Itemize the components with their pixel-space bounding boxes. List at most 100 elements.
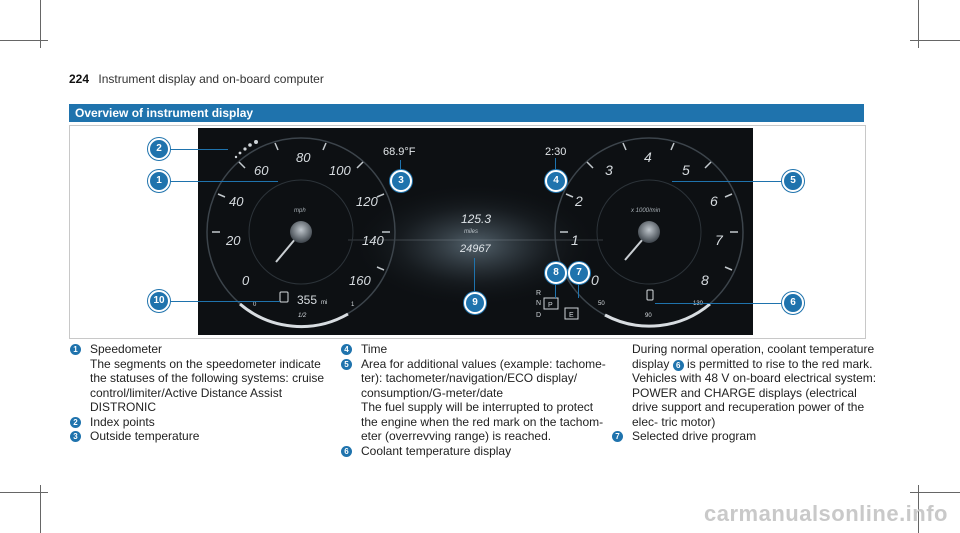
legend-item: 4 Time	[341, 342, 611, 357]
trip-unit: miles	[464, 229, 478, 235]
leader-line	[168, 301, 280, 302]
legend-item: 2 Index points	[70, 415, 335, 430]
coolant-gauge: 50 90 130	[598, 289, 704, 319]
legend-text-line: ter): tachometer/navigation/ECO display/	[361, 371, 578, 385]
speed-tick-label: 40	[229, 194, 244, 209]
rpm-tick-label: 1	[571, 232, 579, 248]
paragraph-line: tric motor)	[661, 414, 716, 429]
legend-text-line: control/limiter/Active Distance Assist	[90, 385, 283, 400]
coolant-icon	[646, 289, 654, 301]
leader-line	[168, 149, 228, 150]
fuel-half-label: 1/2	[298, 313, 307, 319]
crop-mark	[918, 485, 919, 533]
drive-program: E	[569, 312, 574, 319]
coolant-90-label: 90	[645, 313, 652, 319]
legend-text-line: the statuses of the following systems: c…	[90, 371, 325, 385]
speed-tick-labels: 0 20 40 60 80 100 120 140 160	[225, 150, 384, 288]
callout-4: 4	[545, 170, 567, 192]
fuel-one-label: 1	[351, 302, 355, 308]
paragraph-line: During normal operation, coolant tempera…	[632, 342, 875, 356]
legend-number: 4	[341, 344, 352, 355]
legend-number: 1	[70, 344, 81, 355]
callout-1: 1	[148, 170, 170, 192]
legend-number: 6	[341, 445, 352, 457]
legend-text-line: The fuel supply will be interrupted to p…	[361, 400, 594, 414]
legend-number: 5	[341, 358, 352, 370]
crop-mark	[910, 492, 960, 493]
section-title: Overview of instrument display	[75, 106, 254, 120]
outside-temperature-value: 68.9°F	[383, 146, 416, 158]
leader-line	[474, 258, 475, 292]
watermark: carmanualsonline.info	[704, 501, 948, 526]
crop-mark	[0, 492, 48, 493]
legend-text-line: eter (overrevving range) is reached.	[361, 429, 552, 443]
callout-10: 10	[148, 290, 170, 312]
paragraph-line: display 6 is permitted to rise to the re…	[632, 357, 842, 371]
callout-5: 5	[782, 170, 804, 192]
speed-segment-arc	[239, 302, 349, 329]
legend-number: 7	[612, 431, 623, 442]
leader-line	[578, 280, 579, 298]
page-number: 224	[69, 72, 90, 86]
crop-mark	[40, 0, 41, 48]
gear-letter: D	[536, 312, 541, 319]
fuel-zero-label: 0	[253, 302, 257, 308]
legend-item: 6 Coolant temperature display	[341, 444, 611, 459]
legend-column-3: During normal operation, coolant tempera…	[612, 342, 882, 444]
fuel-gauge: 0 1 1/2 355 mi	[253, 291, 355, 319]
odometer-value: 24967	[459, 243, 491, 255]
legend-column-2: 4 Time 5 Area for additional values (exa…	[341, 342, 611, 458]
callout-8: 8	[545, 262, 567, 284]
leader-line	[555, 280, 556, 298]
rpm-tick-label: 7	[715, 232, 724, 248]
leader-line	[672, 181, 782, 182]
legend-title: Index points	[90, 414, 155, 429]
speed-tick-label: 0	[242, 273, 250, 288]
coolant-50-label: 50	[598, 301, 605, 307]
gear-letter: N	[536, 300, 541, 307]
callout-6: 6	[782, 292, 804, 314]
speed-unit: mph	[294, 208, 306, 214]
gear-selected-box	[543, 297, 559, 310]
paragraph-text: is permitted to rise to the red	[687, 356, 840, 371]
rpm-unit: x 1000/min	[630, 208, 661, 214]
coolant-arc	[604, 302, 711, 328]
inline-reference: 6	[672, 359, 684, 371]
leader-line	[400, 160, 401, 172]
legend-text-line: DISTRONIC	[90, 400, 156, 414]
callout-2: 2	[148, 138, 170, 160]
legend-text-line: The segments on the speedometer indicate	[90, 356, 321, 371]
tachometer-dial	[554, 137, 744, 328]
speedometer-dial	[206, 137, 396, 329]
legend-item: 7 Selected drive program	[612, 429, 882, 444]
rpm-hub	[638, 221, 660, 243]
page-title: Instrument display and on-board computer	[98, 72, 324, 86]
leader-line	[555, 158, 556, 171]
speed-tick-label: 100	[329, 163, 351, 178]
leader-line	[168, 181, 278, 182]
legend-number: 2	[70, 416, 81, 428]
gear-indicator: R N D P E	[536, 290, 579, 320]
crop-mark	[910, 40, 960, 41]
callout-9: 9	[464, 292, 486, 314]
paragraph-line: mark.	[842, 356, 873, 371]
rpm-tick-label: 0	[591, 272, 599, 288]
crop-mark	[918, 0, 919, 48]
rpm-tick-label: 8	[701, 272, 709, 288]
coolant-130-label: 130	[693, 301, 704, 307]
drive-program-box	[564, 307, 579, 320]
speed-tick-label: 20	[225, 233, 241, 248]
legend-item: 5 Area for additional values (example: t…	[341, 357, 611, 444]
index-point-dots	[234, 140, 258, 159]
section-heading-bar: Overview of instrument display	[69, 104, 864, 122]
paragraph-text: display	[632, 356, 670, 371]
legend-column-1: 1 Speedometer The segments on the speedo…	[70, 342, 335, 444]
range-value: 355	[297, 293, 317, 307]
legend-item: 1 Speedometer The segments on the speedo…	[70, 342, 335, 415]
gear-selected: P	[548, 302, 553, 309]
legend-title: Selected drive program	[632, 429, 757, 443]
crop-mark	[0, 40, 48, 41]
legend-title: Outside temperature	[90, 429, 200, 443]
speed-tick-label: 160	[349, 273, 371, 288]
callout-3: 3	[390, 170, 412, 192]
